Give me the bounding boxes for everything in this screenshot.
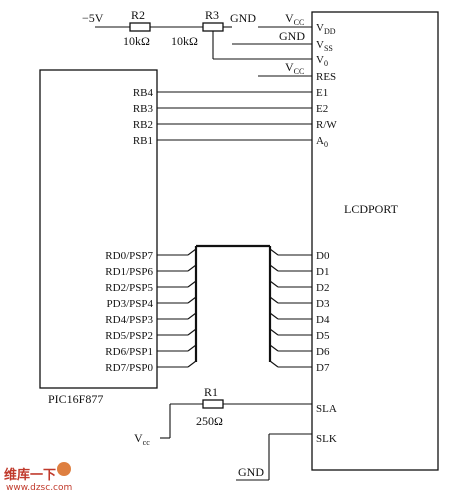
lcd-pin-control: A0 [316,135,328,149]
lcd-pin-supply: RES [316,71,336,83]
watermark: 维库一下 www.dzsc.com [4,462,72,493]
r3-value: 10kΩ [171,34,198,48]
lcd-bus-entry [269,344,279,352]
gnd-vss-label: GND [279,29,305,43]
r2-label: R2 [131,8,145,22]
lcd-pin-d6: D6 [316,346,330,358]
r3-resistor [202,22,224,32]
vcc-top-label: VCC [285,11,304,27]
mcu-data-pin: RD7/PSP0 [105,362,153,374]
lcd-bus-entry [269,360,279,368]
vcc-bottom-label: Vcc [134,431,150,447]
lcd-bus-entry [269,248,279,256]
mcu-bus-entry [187,312,197,320]
mcu-data-pin: RD4/PSP3 [105,314,153,326]
mcu-data-pin: RD5/PSP2 [105,330,153,342]
mcu-pin-rb4: RB4 [133,87,154,99]
gnd-bottom-label: GND [238,465,264,479]
mcu-bus-entry [187,360,197,368]
lcd-pin-supply: VSS [316,39,333,53]
data-bus [157,244,312,368]
mcu-pin-rb1: RB1 [133,135,153,147]
mcu-data-pin: RD0/PSP7 [105,250,153,262]
mcu-bus-entry [187,296,197,304]
lcd-bus-entry [269,280,279,288]
lcd-pin-d2: D2 [316,282,329,294]
lcd-pin-control: R/W [316,119,337,131]
lcd-pin-d1: D1 [316,266,329,278]
mcu-data-pin: RD1/PSP6 [105,266,153,278]
r1-value: 250Ω [196,414,223,428]
mcu-box [39,69,158,389]
neg5v-label: −5V [82,11,104,25]
gnd-top-label: GND [230,11,256,25]
lcd-pin-d4: D4 [316,314,330,326]
lcd-box [311,11,439,471]
backlight-network: R1 250Ω Vcc GND [134,385,312,481]
top-network: −5V R2 10kΩ R3 10kΩ GND VCC GND VCC [82,8,312,77]
lcd-pin-d0: D0 [316,250,330,262]
mcu-pin-rb2: RB2 [133,119,153,131]
mcu-bus-entry [187,280,197,288]
r1-label: R1 [204,385,218,399]
r1-resistor [202,399,224,409]
control-bus-wires [157,91,312,141]
lcd-bus-entry [269,264,279,272]
lcd-pin-control: E2 [316,103,328,115]
lcd-pin-slk: SLK [316,433,337,445]
watermark-text: 维库一下 [4,467,56,482]
mcu-bus-entry [187,248,197,256]
watermark-logo-icon [57,462,71,476]
mcu-data-pin: RD6/PSP1 [105,346,153,358]
r3-label: R3 [205,8,219,22]
mcu-bus-entry [187,264,197,272]
r2-value: 10kΩ [123,34,150,48]
lcd-pin-control: E1 [316,87,328,99]
lcd-pin-d3: D3 [316,298,330,310]
lcd-bus-entry [269,296,279,304]
mcu-data-pin: PD3/PSP4 [107,298,154,310]
lcd-pin-supply: VDD [316,22,336,36]
r2-resistor [129,22,151,32]
mcu-data-pin: RD2/PSP5 [105,282,153,294]
lcd-bus-entry [269,312,279,320]
lcd-pin-d7: D7 [316,362,330,374]
watermark-url: www.dzsc.com [6,483,72,493]
mcu-data-pins: RD0/PSP7RD1/PSP6RD2/PSP5PD3/PSP4RD4/PSP3… [105,250,153,374]
mcu-bus-entry [187,344,197,352]
mcu-name: PIC16F877 [48,392,103,406]
lcd-pin-sla: SLA [316,403,337,415]
mcu-pin-rb3: RB3 [133,103,154,115]
mcu-bus-entry [187,328,197,336]
lcd-pin-d5: D5 [316,330,330,342]
lcd-name: LCDPORT [344,202,399,216]
lcd-bus-entry [269,328,279,336]
vcc-res-label: VCC [285,60,304,76]
lcd-pin-supply: V0 [316,54,328,68]
